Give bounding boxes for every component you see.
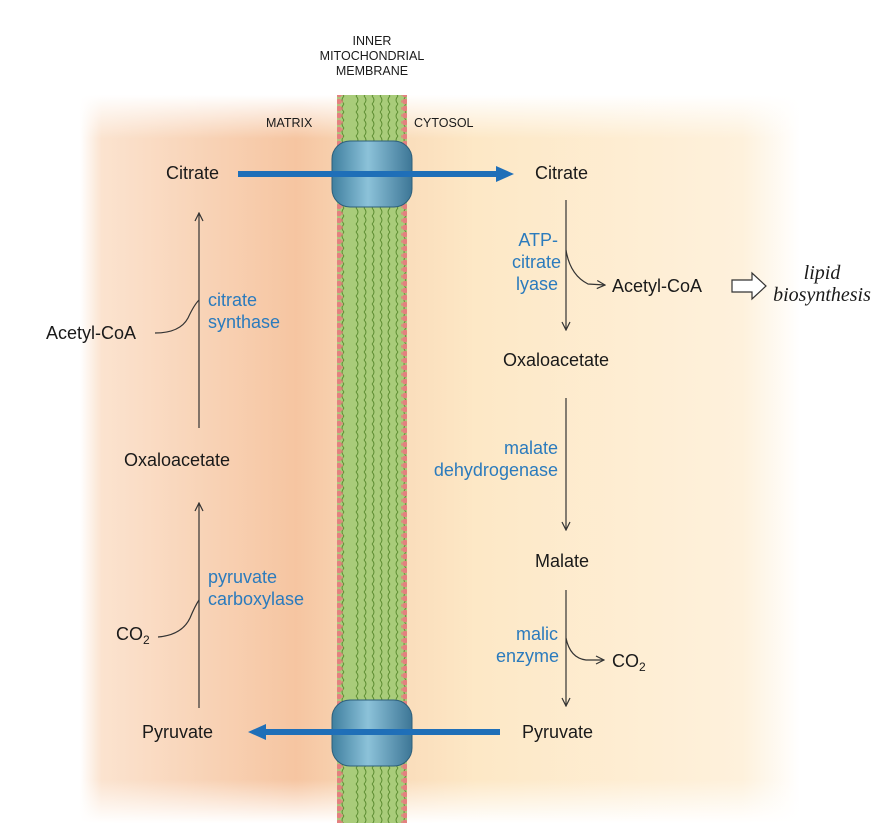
cytosol-malate: Malate [535,551,590,571]
malic-enzyme-line2: enzyme [496,646,560,666]
matrix-pyruvate: Pyruvate [142,722,214,742]
malate-dehydrogenase-line1: malate [503,438,558,458]
cytosol-pyruvate: Pyruvate [522,722,594,742]
matrix-co2-sub: 2 [143,633,150,647]
atp-citrate-lyase-line1: ATP- [518,230,558,250]
matrix-label: MATRIX [266,116,313,130]
acetyl-coa-input-curve [154,299,200,334]
cytosol-co2-sub: 2 [639,660,646,674]
co2-output-curve [565,637,604,660]
cytosol-label: CYTOSOL [414,116,474,130]
pyruvate-carboxylase-line1: pyruvate [208,567,278,587]
pyruvate-carboxylase-label: pyruvate carboxylase [208,566,304,610]
citrate-synthase-label: citrate synthase [208,289,280,333]
pyruvate-carboxylase-line2: carboxylase [208,589,305,609]
matrix-citrate: Citrate [166,163,220,183]
membrane-title-line3: MEMBRANE [335,64,409,78]
co2-input-curve [157,599,200,638]
malate-dehydrogenase-line2: dehydrogenase [433,460,558,480]
matrix-acetyl-coa: Acetyl-CoA [46,323,137,343]
cytosol-co2: CO2 [612,650,646,674]
atp-citrate-lyase-line3: lyase [515,274,558,294]
lipid-biosynthesis-arrow [731,271,767,301]
cytosol-acetyl-coa: Acetyl-CoA [612,276,703,296]
matrix-co2: CO2 [116,623,150,647]
lipid-biosynthesis-label: lipid biosynthesis [770,262,874,306]
acetyl-coa-output-curve [565,249,605,285]
membrane-title-line1: INNER [352,34,392,48]
lipid-line1: lipid [803,262,841,284]
atp-citrate-lyase-line2: citrate [512,252,562,272]
pyruvate-import-arrow [248,724,500,740]
malate-dehydrogenase-label: malate dehydrogenase [410,437,558,481]
membrane-title-line2: MITOCHONDRIAL [319,49,425,63]
atp-citrate-lyase-label: ATP- citrate lyase [512,229,562,295]
citrate-synthase-line1: citrate [208,290,258,310]
membrane-title: INNER MITOCHONDRIAL MEMBRANE [318,34,426,79]
matrix-oxaloacetate: Oxaloacetate [124,450,231,470]
citrate-synthase-line2: synthase [208,312,281,332]
malic-enzyme-line1: malic [515,624,558,644]
cytosol-oxaloacetate: Oxaloacetate [503,350,610,370]
cytosol-citrate: Citrate [535,163,589,183]
lipid-line2: biosynthesis [773,284,871,306]
cytosol-co2-base: CO [612,651,639,671]
citrate-export-arrow [238,166,514,182]
malic-enzyme-label: malic enzyme [496,623,560,667]
matrix-co2-base: CO [116,624,143,644]
